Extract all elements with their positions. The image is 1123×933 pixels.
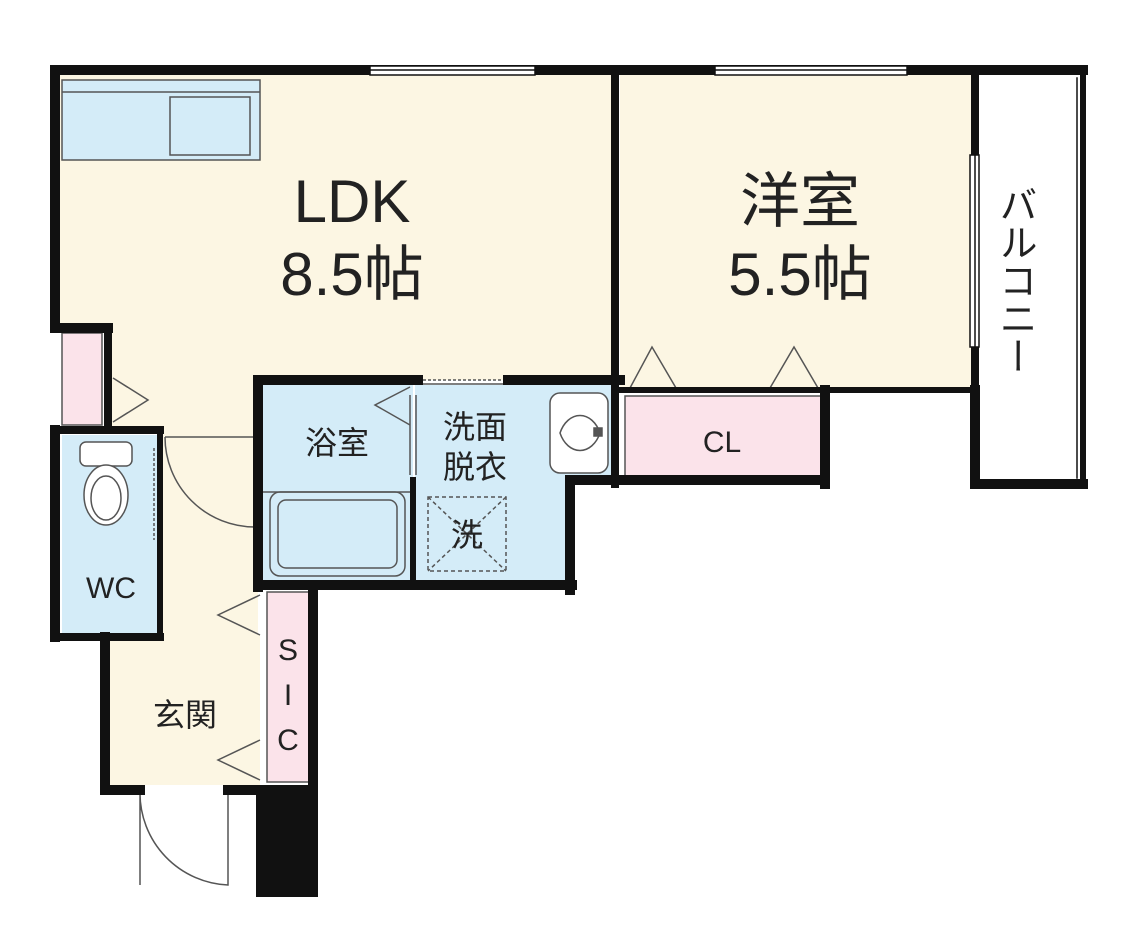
wash-basin <box>549 392 609 474</box>
floor-fills <box>55 70 975 785</box>
windows <box>369 65 980 348</box>
sic-label-i: I <box>284 679 292 712</box>
laundry-label: 洗 <box>451 517 483 553</box>
fixtures <box>79 345 825 886</box>
laundry-space <box>427 496 507 572</box>
ldk-floor <box>55 70 615 640</box>
sic-label-s: S <box>278 634 298 667</box>
wc-label: WC <box>86 572 136 605</box>
ldk-size: 8.5帖 <box>280 241 423 308</box>
structural-column <box>256 785 318 897</box>
walls <box>50 65 1088 897</box>
entrance-floor <box>108 635 260 785</box>
kitchen-counter <box>61 79 261 161</box>
sic-label-c: C <box>277 724 299 757</box>
washroom-line2: 脱衣 <box>443 449 507 485</box>
western-room-floor <box>620 75 975 390</box>
bathtub <box>269 491 406 577</box>
washroom-line1: 洗面 <box>443 409 507 445</box>
entrance-door-swing <box>139 792 229 886</box>
sic-floor <box>266 591 310 783</box>
balcony-name: バルコニー <box>993 185 1035 375</box>
closet-label: CL <box>703 426 741 459</box>
bath-name: 浴室 <box>305 425 369 461</box>
ldk-name: LDK <box>294 168 411 235</box>
toilet-icon <box>79 441 133 526</box>
western-room-name: 洋室 <box>740 168 860 235</box>
ldk-storage <box>61 332 103 426</box>
entrance-label: 玄関 <box>153 697 217 733</box>
hall-door-swing <box>164 436 256 528</box>
kitchen-sink <box>169 96 251 156</box>
room-labels: LDK 8.5帖 洋室 5.5帖 バルコニー 浴室 洗面 脱衣 洗 CL WC … <box>86 168 1035 757</box>
western-room-size: 5.5帖 <box>728 241 871 308</box>
